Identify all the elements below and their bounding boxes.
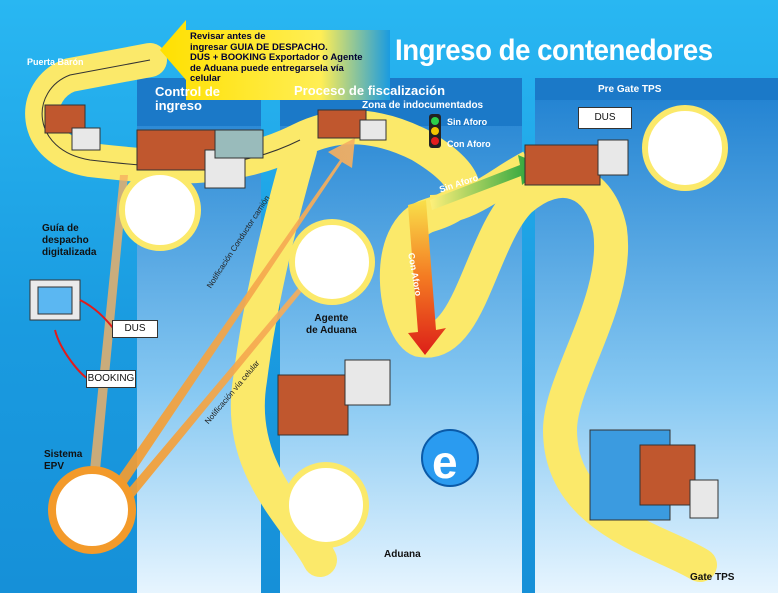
- truck-fisc: [317, 109, 387, 141]
- truck-pregate: [524, 139, 629, 186]
- label-puerta-baron: Puerta Barón: [27, 57, 84, 67]
- arrow-notif-conductor: [95, 138, 355, 516]
- guia-computer: [29, 279, 116, 381]
- arrow-sin-aforo: [430, 155, 545, 210]
- arrow-con-aforo: [408, 200, 446, 355]
- label-aduana: Aduana: [384, 549, 421, 560]
- light-con-aforo: Con Aforo: [447, 139, 491, 149]
- col-zona: Zona de indocumentados: [362, 100, 484, 111]
- e-logo: e: [421, 429, 479, 488]
- page-title: Ingreso de contenedores: [395, 34, 713, 67]
- light-sin-aforo: Sin Aforo: [447, 117, 488, 127]
- traffic-light: [429, 114, 441, 148]
- svg-text:e: e: [432, 436, 458, 488]
- truck-control: [136, 129, 264, 189]
- label-gate-tps: Gate TPS: [690, 572, 735, 583]
- gate-structure: [589, 429, 719, 521]
- truck-puerta: [44, 104, 101, 151]
- doc-dus: DUS: [112, 320, 158, 338]
- notice-arrow: [160, 20, 390, 100]
- doc-booking: BOOKING: [86, 370, 136, 388]
- notice-text: Revisar antes de ingresar GUIA DE DESPAC…: [190, 31, 363, 84]
- arrow-notif-celular: [102, 262, 322, 526]
- doc-pregate-dus: DUS: [578, 107, 632, 129]
- col-pregate: Pre Gate TPS: [598, 84, 662, 95]
- col-fiscalizacion: Proceso de fiscalización: [294, 83, 446, 98]
- truck-aforo: [277, 359, 391, 436]
